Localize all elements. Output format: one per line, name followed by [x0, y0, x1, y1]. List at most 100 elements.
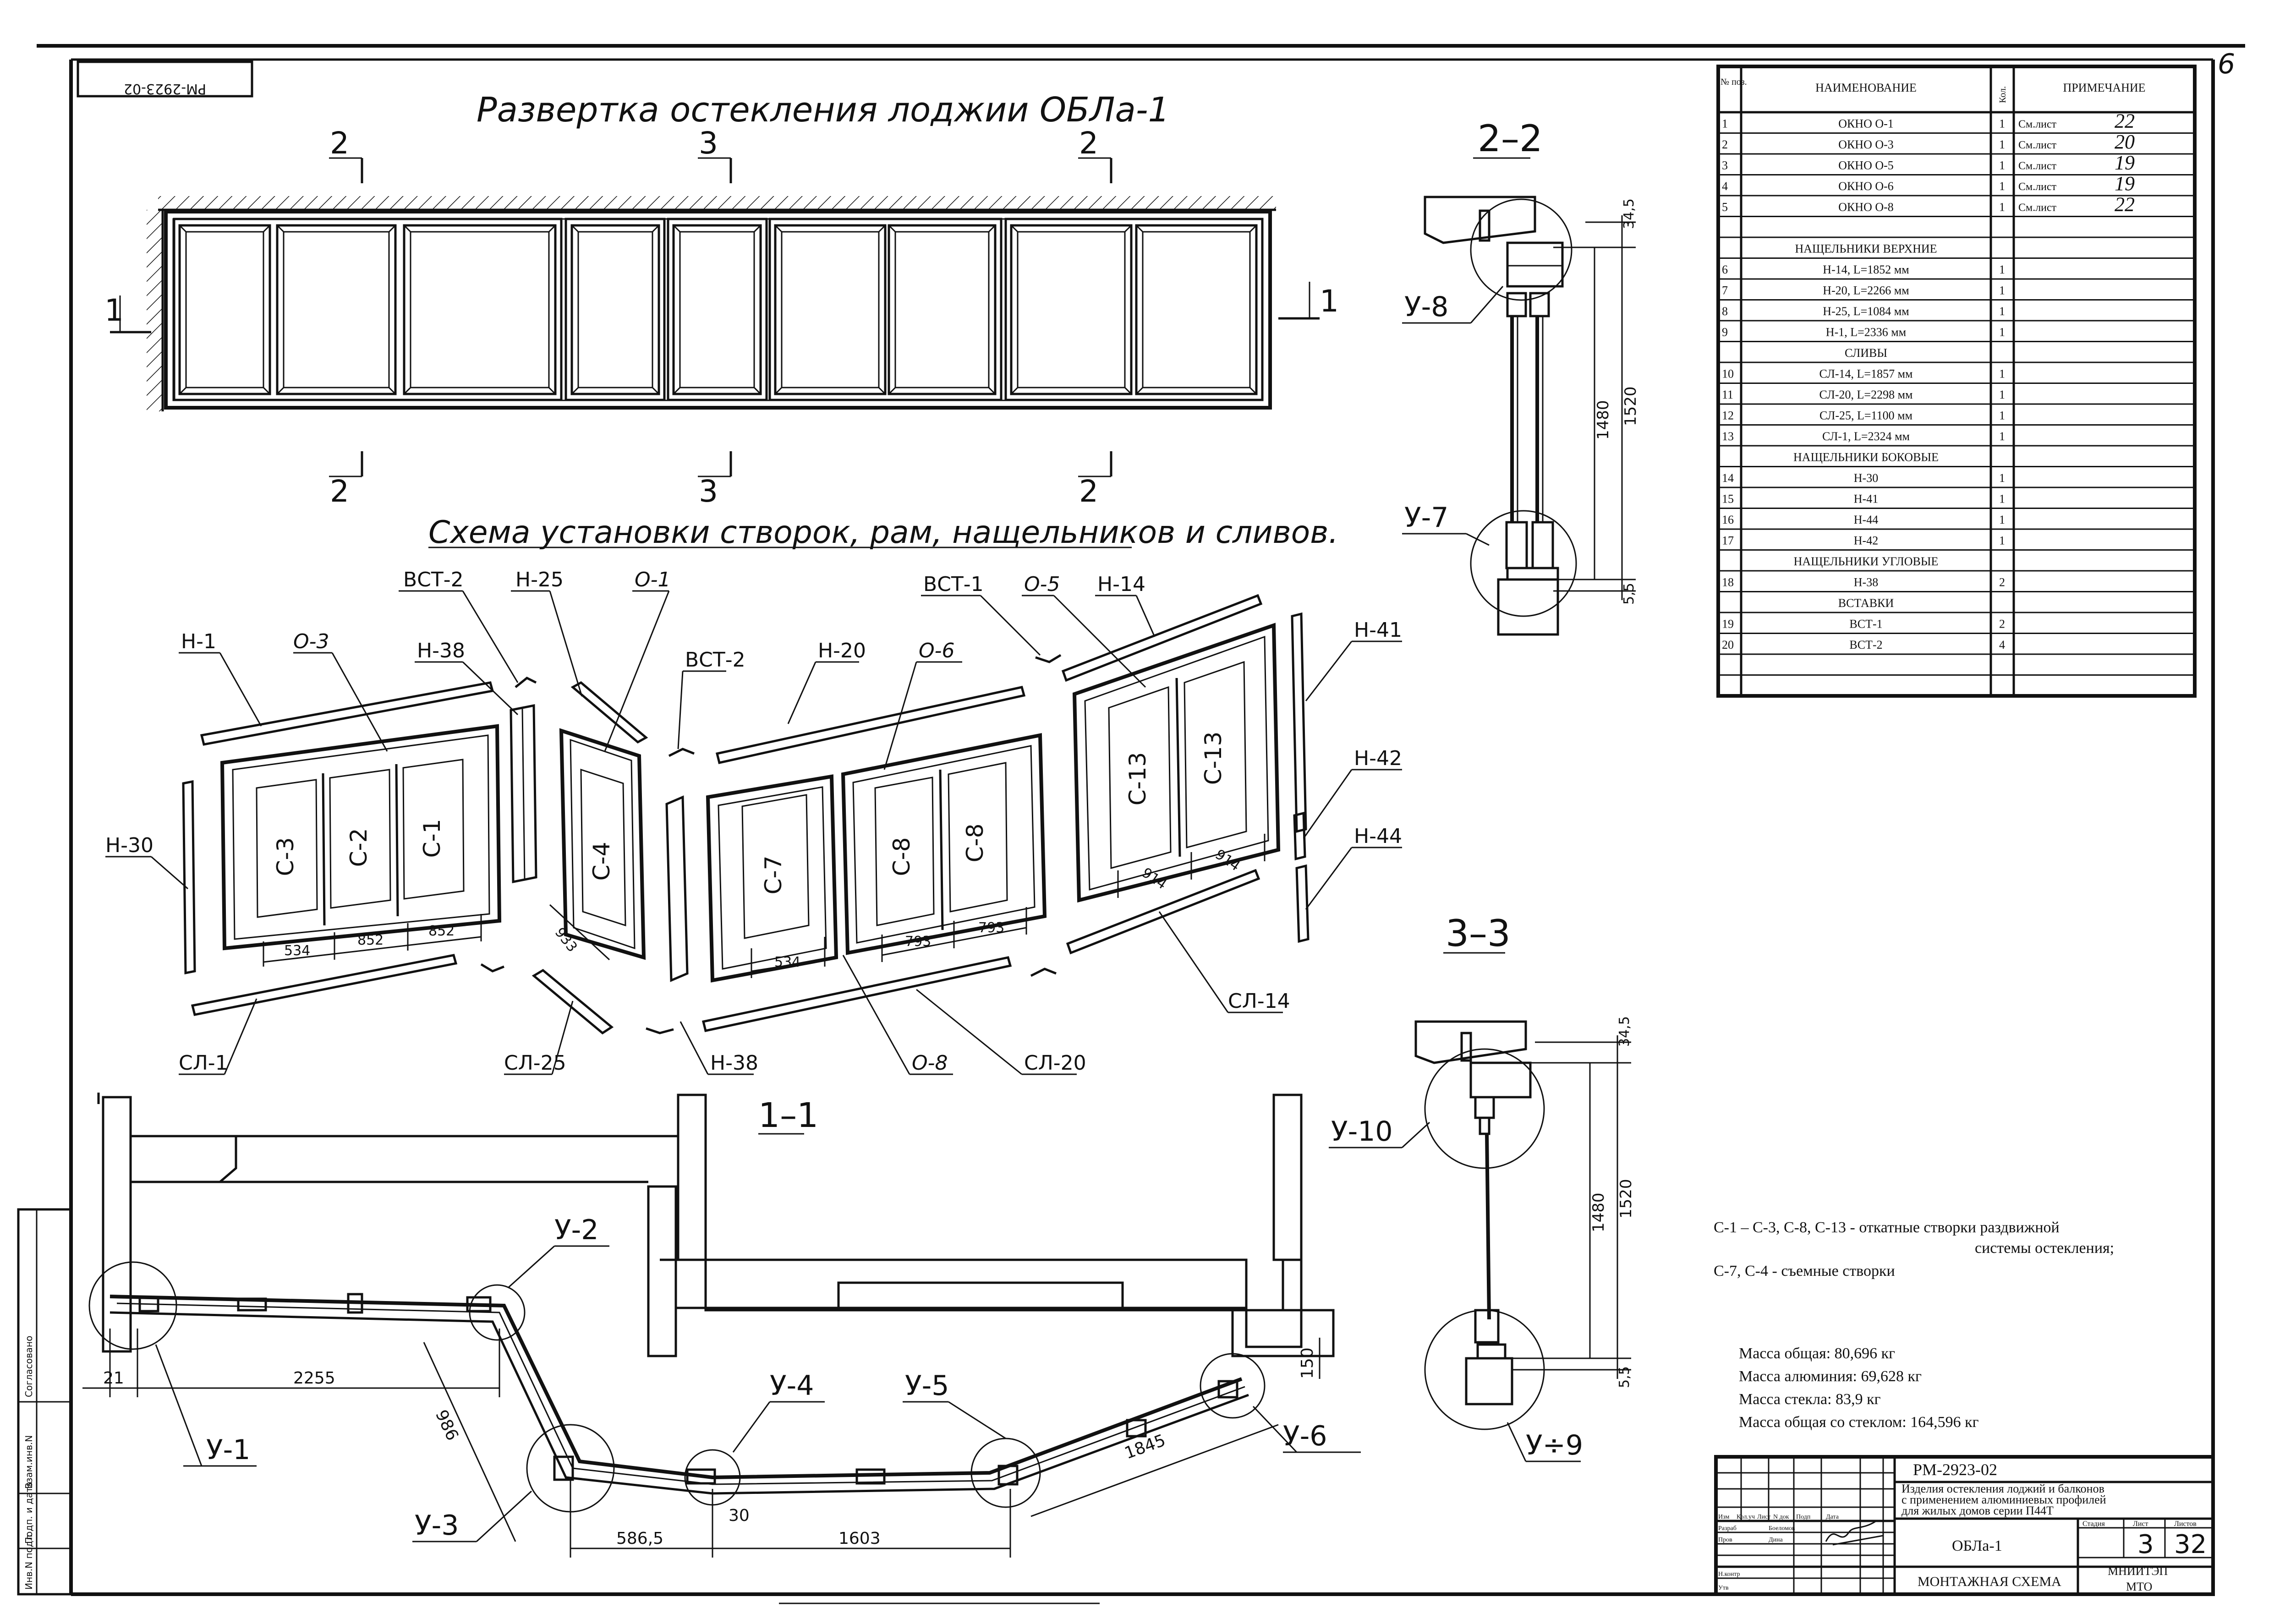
node-label: У÷9	[1526, 1429, 1583, 1461]
stamp-name: Боеломов	[1769, 1525, 1795, 1532]
spec-name: ОКНО О-5	[1838, 159, 1894, 172]
scheme-label: Н-38	[710, 1051, 758, 1075]
mark-3-bot: 3	[699, 474, 718, 509]
sash-label: С-1	[419, 819, 445, 858]
spec-num: 17	[1722, 534, 1734, 547]
scheme-leaders	[105, 590, 1402, 1075]
spec-num: 18	[1722, 576, 1734, 589]
spec-name: Н-41	[1854, 492, 1878, 506]
spec-qty: 1	[1999, 201, 2005, 214]
mark-1-left: 1	[104, 293, 124, 328]
unfold-pane	[774, 224, 887, 395]
scheme-parts	[182, 594, 1310, 1035]
corner-number: 6	[2218, 48, 2235, 80]
scheme-label: СЛ-1	[179, 1051, 228, 1075]
scheme-label: О-3	[293, 630, 329, 653]
mass-line: Масса общая: 80,696 кг	[1739, 1345, 1895, 1362]
spec-qty: 1	[1999, 534, 2005, 547]
signature	[1825, 1520, 1884, 1546]
sheet-frame	[37, 44, 2245, 1604]
side-stamp-2: Инв.N подл	[23, 1535, 34, 1590]
mark-2-bot-left: 2	[330, 474, 349, 509]
section-3-3-title: 3–3	[1446, 912, 1511, 955]
sash-label: С-13	[1124, 752, 1151, 806]
plan-dim: 21	[103, 1369, 124, 1388]
stamp-left-head: Дата	[1826, 1514, 1839, 1520]
stamp-role: Пров	[1718, 1537, 1732, 1543]
stamp-left-head: Кол.уч	[1737, 1514, 1755, 1520]
spec-qty: 1	[1999, 159, 2005, 172]
scheme-label: Н-38	[417, 639, 465, 662]
unfold-pane	[888, 224, 997, 395]
plan-dim: 2255	[293, 1369, 335, 1388]
spec-num: 3	[1722, 159, 1728, 172]
stamp-doc: МОНТАЖНАЯ СХЕМА	[1918, 1574, 2061, 1589]
spec-num: 14	[1722, 471, 1734, 485]
unfold-pane	[570, 224, 660, 395]
mass-line: Масса стекла: 83,9 кг	[1739, 1391, 1881, 1408]
scheme-label: ВСТ-2	[403, 568, 464, 591]
plan-node-group: У-1 У-2 У-3 У-4 У-5 У-6	[155, 1214, 1361, 1542]
spec-qty: 1	[1999, 284, 2005, 297]
rotated-code-box: РМ-2923-02	[77, 60, 253, 98]
spec-name: Н-44	[1854, 513, 1878, 526]
sec33-dim: 34,5	[1616, 1016, 1633, 1047]
spec-num: 19	[1722, 618, 1734, 631]
mark-2-top-right: 2	[1079, 126, 1098, 161]
scheme-dim-group: 534 852 852 933 534 793 793 914 914	[263, 834, 1266, 978]
spec-sheet-ref: 19	[2115, 172, 2135, 195]
scheme-label: Н-20	[818, 639, 866, 662]
spec-sheet-ref: 22	[2115, 110, 2135, 132]
unfold-title: Развертка остекления лоджии ОБЛа-1	[477, 90, 1170, 130]
mark-2-top-left: 2	[330, 126, 349, 161]
scheme-label: О-6	[919, 639, 955, 662]
stamp-org: МТО	[2126, 1580, 2152, 1593]
spec-num: 8	[1722, 305, 1728, 318]
spec-num: 1	[1722, 117, 1728, 131]
scheme-label: Н-42	[1354, 747, 1402, 770]
spec-name: Н-20, L=2266 мм	[1823, 284, 1909, 297]
spec-qty: 1	[1999, 263, 2005, 276]
spec-name: НАЩЕЛЬНИКИ ВЕРХНИЕ	[1795, 242, 1937, 256]
stamp-sheet-h: Лист	[2133, 1520, 2148, 1528]
sash-label: С-3	[272, 837, 299, 876]
spec-qty: 1	[1999, 513, 2005, 526]
section-1-1-title: 1–1	[758, 1096, 818, 1135]
spec-name: Н-42	[1854, 534, 1878, 547]
sec33-dim: 1520	[1617, 1179, 1635, 1219]
plan-dim: 1603	[838, 1529, 881, 1548]
scheme-label: Н-41	[1354, 618, 1402, 642]
spec-name: Н-1, L=2336 мм	[1826, 326, 1906, 339]
spec-name: Н-38	[1854, 576, 1878, 589]
scheme-label: О-8	[912, 1051, 948, 1075]
mass-info: Масса общая: 80,696 кг Масса алюминия: 6…	[1739, 1345, 1979, 1431]
spec-qty: 4	[1999, 638, 2005, 651]
spec-header-qty: Кол.	[1998, 86, 2008, 103]
spec-name: Н-25, L=1084 мм	[1823, 305, 1909, 318]
spec-qty: 1	[1999, 180, 2005, 193]
spec-name: НАЩЕЛЬНИКИ УГЛОВЫЕ	[1794, 555, 1939, 568]
spec-name: НАЩЕЛЬНИКИ БОКОВЫЕ	[1793, 451, 1939, 464]
spec-num: 2	[1722, 138, 1728, 151]
sec22-dim: 1520	[1622, 386, 1640, 426]
node-label: У-7	[1404, 502, 1448, 534]
stamp-left-head: Изм	[1718, 1514, 1729, 1520]
stamp-left-head: Подп	[1796, 1514, 1811, 1520]
scheme-label: О-5	[1024, 573, 1060, 596]
unfold-pane	[672, 224, 762, 395]
sec33-dim: 5,5	[1616, 1366, 1633, 1388]
mass-line: Масса алюминия: 69,628 кг	[1739, 1368, 1922, 1385]
sec22-dim: 5,5	[1621, 583, 1637, 605]
sash-label: С-7	[760, 856, 787, 895]
sash-label: С-2	[345, 828, 372, 867]
stamp-left-head: N док	[1773, 1514, 1789, 1520]
spec-sheet-ref: 20	[2115, 131, 2135, 153]
stamp-name: Дина	[1769, 1537, 1783, 1543]
section-3-3: 34,5 1480 1520 5,5 У-10 У÷9	[1329, 1016, 1635, 1462]
sash-label: С-8	[962, 824, 988, 863]
spec-num: 9	[1722, 326, 1728, 339]
spec-num: 12	[1722, 409, 1734, 422]
stamp-title: для жилых домов серии П44Т	[1901, 1504, 2054, 1517]
